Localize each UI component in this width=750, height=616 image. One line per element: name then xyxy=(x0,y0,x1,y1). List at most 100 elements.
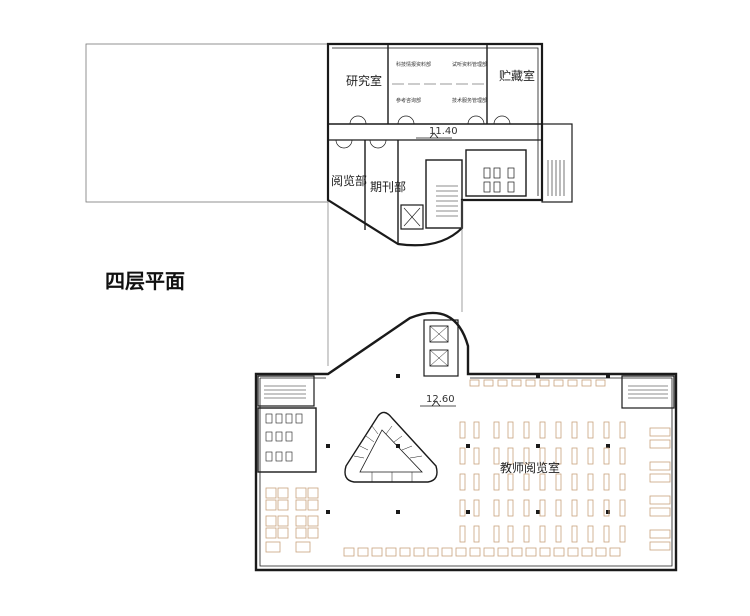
furniture-item xyxy=(427,547,439,557)
lower-floor-plan xyxy=(254,311,678,572)
toilet-block xyxy=(465,149,527,197)
furniture-item xyxy=(539,473,546,491)
furniture-item xyxy=(459,473,466,491)
furniture-item xyxy=(357,547,369,557)
furniture-item xyxy=(507,499,514,517)
furniture-item xyxy=(265,515,277,527)
furniture-item xyxy=(539,421,546,439)
furniture-item xyxy=(587,421,594,439)
furniture-item xyxy=(555,499,562,517)
furniture-item xyxy=(525,547,537,557)
furniture-item xyxy=(265,487,277,499)
door-arc xyxy=(335,139,353,149)
level-marker-lower xyxy=(420,400,456,407)
furniture-item xyxy=(603,525,610,543)
furniture-item xyxy=(619,421,626,439)
furniture-group xyxy=(265,379,671,557)
furniture-item xyxy=(553,547,565,557)
furniture-item xyxy=(587,525,594,543)
central-stair xyxy=(344,411,438,483)
furniture-item xyxy=(619,525,626,543)
furniture-item xyxy=(277,499,289,511)
furniture-item xyxy=(539,499,546,517)
furniture-item xyxy=(649,507,671,517)
structural-columns[interactable] xyxy=(326,374,610,514)
room-teacher-reading: 教师阅览室 xyxy=(500,460,560,475)
furniture-item xyxy=(555,525,562,543)
room-tech-service: 技术服务管理部 xyxy=(452,97,487,104)
furniture-item xyxy=(493,447,500,465)
furniture-item xyxy=(553,379,564,387)
furniture-item xyxy=(343,547,355,557)
furniture-item xyxy=(567,379,578,387)
furniture-item xyxy=(649,427,671,437)
furniture-item xyxy=(523,421,530,439)
furniture-item xyxy=(277,515,289,527)
furniture-item xyxy=(295,541,311,553)
furniture-item xyxy=(473,421,480,439)
furniture-item xyxy=(307,527,319,539)
elevation-upper: 11.40 xyxy=(429,126,458,137)
furniture-item xyxy=(587,499,594,517)
furniture-item xyxy=(441,547,453,557)
room-storage: 贮藏室 xyxy=(499,68,535,83)
furniture-item xyxy=(555,447,562,465)
furniture-item xyxy=(619,447,626,465)
furniture-item xyxy=(295,499,307,511)
furniture-item xyxy=(493,525,500,543)
stair-core xyxy=(425,159,463,229)
furniture-item xyxy=(483,547,495,557)
furniture-item xyxy=(571,447,578,465)
east-stair-lower xyxy=(621,375,675,409)
furniture-item xyxy=(413,547,425,557)
furniture-item xyxy=(265,527,277,539)
west-stair xyxy=(257,375,315,407)
door-arc xyxy=(397,115,415,125)
furniture-item xyxy=(473,525,480,543)
furniture-item xyxy=(571,499,578,517)
furniture-item xyxy=(603,473,610,491)
furniture-item xyxy=(295,515,307,527)
furniture-item xyxy=(497,379,508,387)
furniture-item xyxy=(581,547,593,557)
furniture-item xyxy=(473,473,480,491)
furniture-item xyxy=(497,547,509,557)
furniture-item xyxy=(493,421,500,439)
elevator-core xyxy=(423,319,459,377)
furniture-item xyxy=(619,473,626,491)
furniture-item xyxy=(493,473,500,491)
furniture-item xyxy=(511,379,522,387)
furniture-item xyxy=(603,421,610,439)
furniture-item xyxy=(571,525,578,543)
lower-outline xyxy=(254,311,678,572)
furniture-item xyxy=(649,461,671,471)
furniture-item xyxy=(571,421,578,439)
furniture-item xyxy=(603,447,610,465)
furniture-item xyxy=(523,499,530,517)
adjacent-block xyxy=(85,43,329,203)
upper-outline xyxy=(326,42,544,247)
furniture-item xyxy=(595,379,606,387)
furniture-item xyxy=(493,499,500,517)
furniture-item xyxy=(455,547,467,557)
furniture-item xyxy=(511,547,523,557)
door-arc xyxy=(349,115,367,125)
furniture-item xyxy=(555,473,562,491)
room-periodicals: 期刊部 xyxy=(370,179,406,194)
furniture-item xyxy=(507,447,514,465)
furniture-item xyxy=(277,487,289,499)
elevator xyxy=(400,204,424,230)
elevation-lower: 12.60 xyxy=(426,394,455,405)
furniture-item xyxy=(539,525,546,543)
furniture-item xyxy=(649,529,671,539)
furniture-item xyxy=(265,499,277,511)
furniture-item xyxy=(581,379,592,387)
toilet-block-lower xyxy=(257,407,317,473)
furniture-item xyxy=(265,541,281,553)
furniture-item xyxy=(473,499,480,517)
furniture-item xyxy=(469,547,481,557)
furniture-item xyxy=(539,447,546,465)
upper-floor-plan xyxy=(85,42,573,247)
room-reading: 阅览部 xyxy=(331,173,367,188)
furniture-item xyxy=(483,379,494,387)
